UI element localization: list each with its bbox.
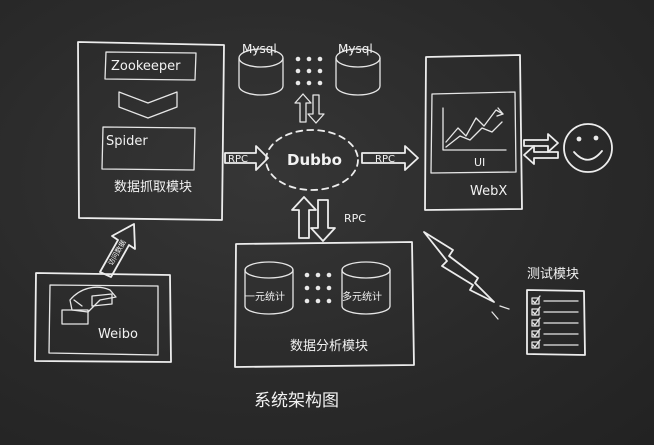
zookeeper-box bbox=[104, 51, 197, 81]
mysql-left-cylinder bbox=[238, 48, 284, 96]
chevron-down-icon bbox=[118, 91, 178, 119]
user-smiley-icon bbox=[563, 123, 613, 173]
ui-box bbox=[430, 91, 517, 174]
analysis-box bbox=[234, 241, 415, 368]
webx-box bbox=[424, 54, 523, 211]
rpc-right-arrow-icon bbox=[361, 145, 419, 171]
rpc-bottom-label: RPC bbox=[344, 212, 366, 225]
store-left-label: 一元统计 bbox=[245, 290, 285, 303]
mysql-right-label: Mysql bbox=[338, 42, 373, 56]
mysql-left-label: Mysql bbox=[242, 42, 277, 56]
store-left-cylinder bbox=[244, 261, 294, 315]
checklist-icon bbox=[531, 295, 579, 349]
analysis-module: 一元统计 多元统计 数据分析模块 bbox=[234, 241, 415, 368]
diagram-caption: 系统架构图 bbox=[254, 391, 339, 411]
store-right-label: 多元统计 bbox=[342, 290, 382, 303]
spider-box bbox=[101, 126, 196, 171]
weibo-logo-icon bbox=[61, 286, 117, 325]
zookeeper-label: Zookeeper bbox=[111, 59, 181, 74]
rpc-left-label: RPC bbox=[228, 154, 248, 165]
replication-dots-icon bbox=[295, 56, 323, 86]
analysis-dots-icon bbox=[304, 272, 332, 304]
weibo-label: Weibo bbox=[98, 327, 138, 342]
mysql-dubbo-arrows-icon bbox=[294, 93, 325, 124]
collector-title: 数据抓取模块 bbox=[114, 180, 192, 195]
rpc-bottom-arrows-icon bbox=[291, 196, 336, 242]
mysql-right-cylinder bbox=[335, 48, 381, 96]
upload-arrow-icon bbox=[99, 223, 136, 278]
checklist-box bbox=[526, 289, 586, 356]
test-module: 测试模块 bbox=[526, 267, 586, 356]
spider-label: Spider bbox=[106, 134, 148, 149]
weibo-box bbox=[34, 272, 172, 363]
lightning-bolt-icon bbox=[423, 231, 495, 303]
impact-sparks-icon bbox=[491, 305, 510, 320]
ui-label: UI bbox=[474, 156, 485, 169]
webx-user-left-arrow-icon bbox=[523, 145, 559, 165]
rpc-left-arrow-icon bbox=[224, 145, 269, 171]
webx-title: WebX bbox=[470, 184, 507, 199]
test-module-title: 测试模块 bbox=[527, 267, 579, 282]
collector-module: Zookeeper Spider 数据抓取模块 bbox=[77, 41, 225, 221]
store-right-cylinder bbox=[341, 261, 391, 315]
weibo-inner-box bbox=[48, 284, 159, 356]
line-chart-icon bbox=[442, 107, 507, 151]
rpc-right-label: RPC bbox=[375, 154, 395, 165]
mysql-cluster: Mysql Mysql bbox=[238, 42, 381, 124]
weibo-module: Weibo 访问数据 bbox=[34, 223, 172, 363]
collector-box bbox=[77, 41, 225, 221]
dubbo-hub: Dubbo RPC RPC RPC bbox=[224, 129, 419, 242]
dubbo-label: Dubbo bbox=[287, 151, 342, 169]
webx-user-right-arrow-icon bbox=[523, 133, 559, 153]
analysis-title: 数据分析模块 bbox=[290, 339, 368, 354]
webx-module: UI WebX bbox=[424, 54, 559, 211]
